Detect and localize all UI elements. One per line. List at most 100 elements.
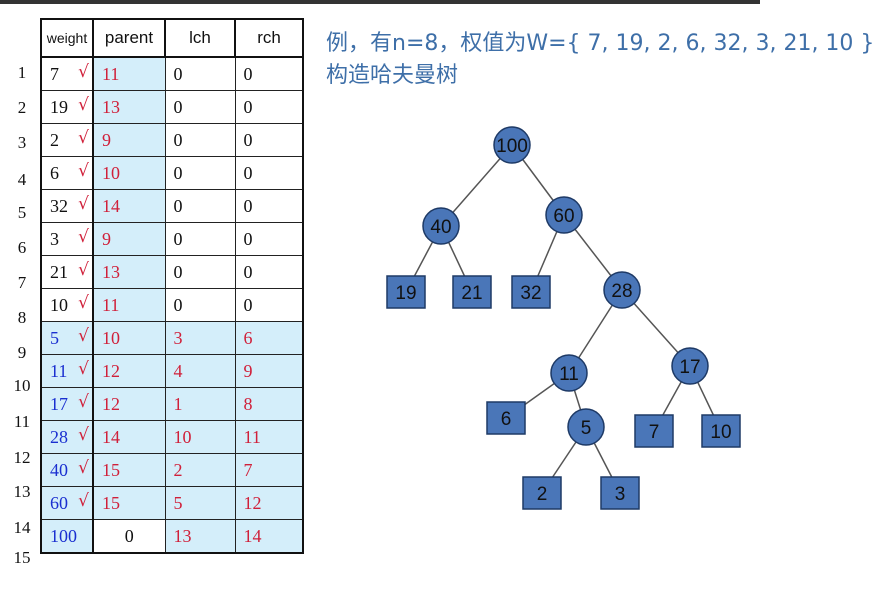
parent-value: 11 xyxy=(102,63,120,84)
row-number: 1 xyxy=(17,63,27,82)
cell-parent: 13 xyxy=(92,90,166,124)
node-square xyxy=(386,275,426,309)
lch-value: 1 xyxy=(173,393,183,414)
row-number: 7 xyxy=(17,273,27,292)
weight-value: 21 xyxy=(50,261,68,282)
cell-parent: 14 xyxy=(92,420,166,454)
node-square xyxy=(600,476,640,510)
cell-rch: 6 xyxy=(234,321,304,355)
node-label: 60 xyxy=(553,206,574,227)
parent-value: 9 xyxy=(102,129,111,150)
cell-lch: 10 xyxy=(164,420,236,454)
rch-value: 7 xyxy=(243,459,253,480)
rch-value: 0 xyxy=(243,63,253,84)
table-row: 3√ 9 0 0 xyxy=(40,222,304,256)
parent-value: 13 xyxy=(102,261,120,282)
cell-weight: 3√ xyxy=(40,222,94,256)
node-square xyxy=(522,476,562,510)
node-circle xyxy=(550,354,588,392)
row-number: 5 xyxy=(17,203,27,222)
node-circle xyxy=(671,347,709,385)
cell-weight: 28√ xyxy=(40,420,94,454)
cell-parent: 9 xyxy=(92,123,166,157)
rch-value: 0 xyxy=(243,96,253,117)
cell-lch: 0 xyxy=(164,189,236,223)
lch-value: 0 xyxy=(173,228,183,249)
check-mark-icon: √ xyxy=(78,95,89,115)
lch-value: 10 xyxy=(173,426,192,447)
node-label: 5 xyxy=(581,418,592,439)
node-square xyxy=(452,275,492,309)
cell-weight: 5√ xyxy=(40,321,94,355)
node-label: 28 xyxy=(611,281,632,302)
header-weight: weight xyxy=(40,18,94,58)
cell-weight: 2√ xyxy=(40,123,94,157)
row-number: 11 xyxy=(13,412,31,431)
row-number: 2 xyxy=(17,98,27,117)
row-number: 12 xyxy=(13,448,31,467)
leaf-node-3: 3 xyxy=(600,476,640,510)
node-label: 17 xyxy=(679,357,700,378)
check-mark-icon: √ xyxy=(78,260,89,280)
rch-value: 12 xyxy=(243,492,262,513)
node-square xyxy=(634,414,674,448)
cell-rch: 0 xyxy=(234,222,304,256)
row-number: 3 xyxy=(17,133,27,152)
parent-value: 12 xyxy=(102,393,120,414)
node-circle xyxy=(422,207,460,245)
lch-value: 0 xyxy=(173,129,183,150)
weight-value: 3 xyxy=(50,228,59,249)
check-mark-icon: √ xyxy=(78,161,89,181)
header-parent: parent xyxy=(92,18,166,58)
cell-parent: 11 xyxy=(92,288,166,322)
rch-value: 6 xyxy=(243,327,253,348)
parent-value: 9 xyxy=(102,228,111,249)
cell-parent: 0 xyxy=(92,519,166,554)
row-number: 8 xyxy=(17,308,27,327)
cell-lch: 0 xyxy=(164,255,236,289)
table-header-row: weight parent lch rch xyxy=(40,18,304,58)
weight-value: 10 xyxy=(50,294,68,315)
header-rch: rch xyxy=(234,18,304,58)
cell-rch: 0 xyxy=(234,56,304,91)
leaf-node-19: 19 xyxy=(386,275,426,309)
internal-node-40: 40 xyxy=(422,207,460,245)
cell-weight: 60√ xyxy=(40,486,94,520)
lch-value: 3 xyxy=(173,327,183,348)
lch-value: 0 xyxy=(173,96,183,117)
node-label: 11 xyxy=(559,364,579,385)
lch-value: 5 xyxy=(173,492,183,513)
node-label: 2 xyxy=(537,484,548,505)
rch-value: 0 xyxy=(243,162,253,183)
row-number: 14 xyxy=(13,518,31,537)
cell-lch: 5 xyxy=(164,486,236,520)
cell-parent: 11 xyxy=(92,56,166,91)
top-border xyxy=(0,0,760,4)
title-line-1: 例，有n=8，权值为W={ 7, 19, 2, 6, 32, 3, 21, 10… xyxy=(326,31,874,56)
cell-rch: 7 xyxy=(234,453,304,487)
node-label: 3 xyxy=(615,484,626,505)
internal-node-60: 60 xyxy=(545,196,583,234)
leaf-node-10: 10 xyxy=(701,414,741,448)
row-number: 15 xyxy=(13,548,31,567)
weight-value: 19 xyxy=(50,96,68,117)
node-label: 40 xyxy=(430,217,451,238)
row-number: 6 xyxy=(17,238,27,257)
node-circle xyxy=(545,196,583,234)
row-number: 10 xyxy=(13,376,31,395)
rch-value: 8 xyxy=(243,393,253,414)
cell-parent: 10 xyxy=(92,156,166,190)
lch-value: 0 xyxy=(173,195,183,216)
cell-rch: 0 xyxy=(234,288,304,322)
weight-value: 100 xyxy=(50,525,77,546)
parent-value: 0 xyxy=(124,525,134,546)
